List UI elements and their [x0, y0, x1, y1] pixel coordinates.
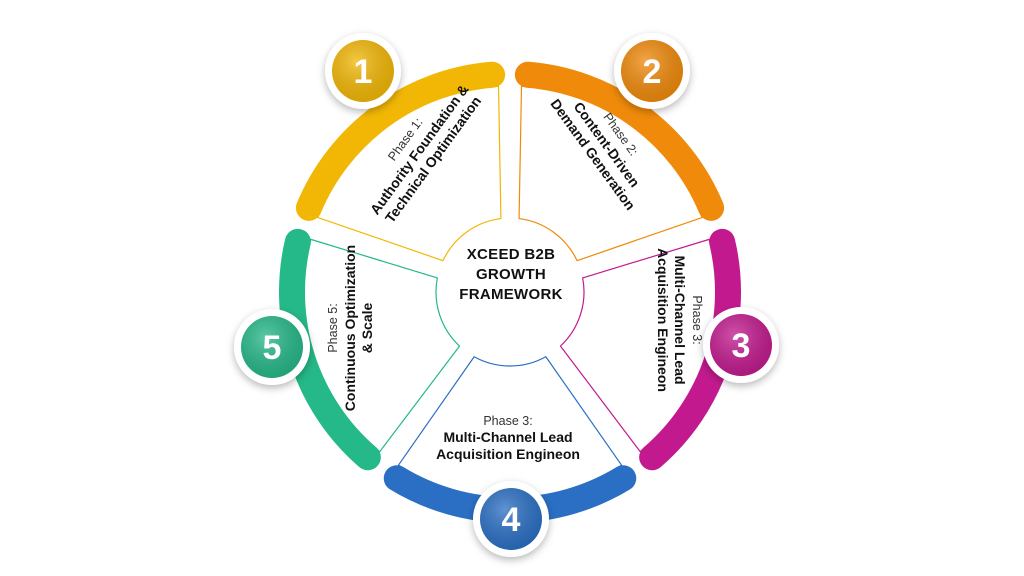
badge-3: 3: [703, 307, 779, 383]
center-hub: XCEED B2B GROWTH FRAMEWORK: [459, 246, 563, 303]
segment-4-phase: Phase 3:: [483, 414, 532, 428]
segment-4-text: Phase 3: Multi-Channel Lead Acquisition …: [436, 414, 580, 462]
segment-outlines: [303, 85, 717, 499]
segment-1-arc: [295, 61, 506, 221]
center-title-line2: GROWTH: [476, 266, 546, 283]
segment-3-title-line2: Acquisition Engineon: [655, 248, 671, 392]
segment-4-title-line1: Multi-Channel Lead: [443, 429, 572, 445]
segment-5-text: Phase 5: Continuous Optimization & Scale: [326, 245, 375, 411]
center-title-line3: FRAMEWORK: [459, 286, 563, 303]
badge-4: 4: [473, 481, 549, 557]
badge-2: 2: [614, 33, 690, 109]
badge-5: 5: [234, 309, 310, 385]
badge-3-number: 3: [732, 327, 751, 365]
center-title-line1: XCEED B2B: [467, 246, 556, 263]
segment-5-phase: Phase 5:: [326, 303, 340, 352]
segment-3-phase: Phase 3:: [690, 295, 704, 344]
badge-4-number: 4: [502, 501, 521, 539]
badge-1: 1: [325, 33, 401, 109]
segment-5-title-line2: & Scale: [359, 302, 375, 353]
segment-3-title-line1: Multi-Channel Lead: [672, 255, 688, 384]
badge-1-number: 1: [354, 53, 373, 91]
badge-5-number: 5: [263, 329, 282, 367]
segment-3-text: Phase 3: Multi-Channel Lead Acquisition …: [655, 248, 704, 392]
number-badges: 1 2 3 4 5: [234, 33, 779, 557]
badge-2-number: 2: [643, 53, 662, 91]
segment-5-title-line1: Continuous Optimization: [342, 245, 358, 411]
segment-4-title-line2: Acquisition Engineon: [436, 446, 580, 462]
segment-2-arc: [514, 61, 725, 221]
